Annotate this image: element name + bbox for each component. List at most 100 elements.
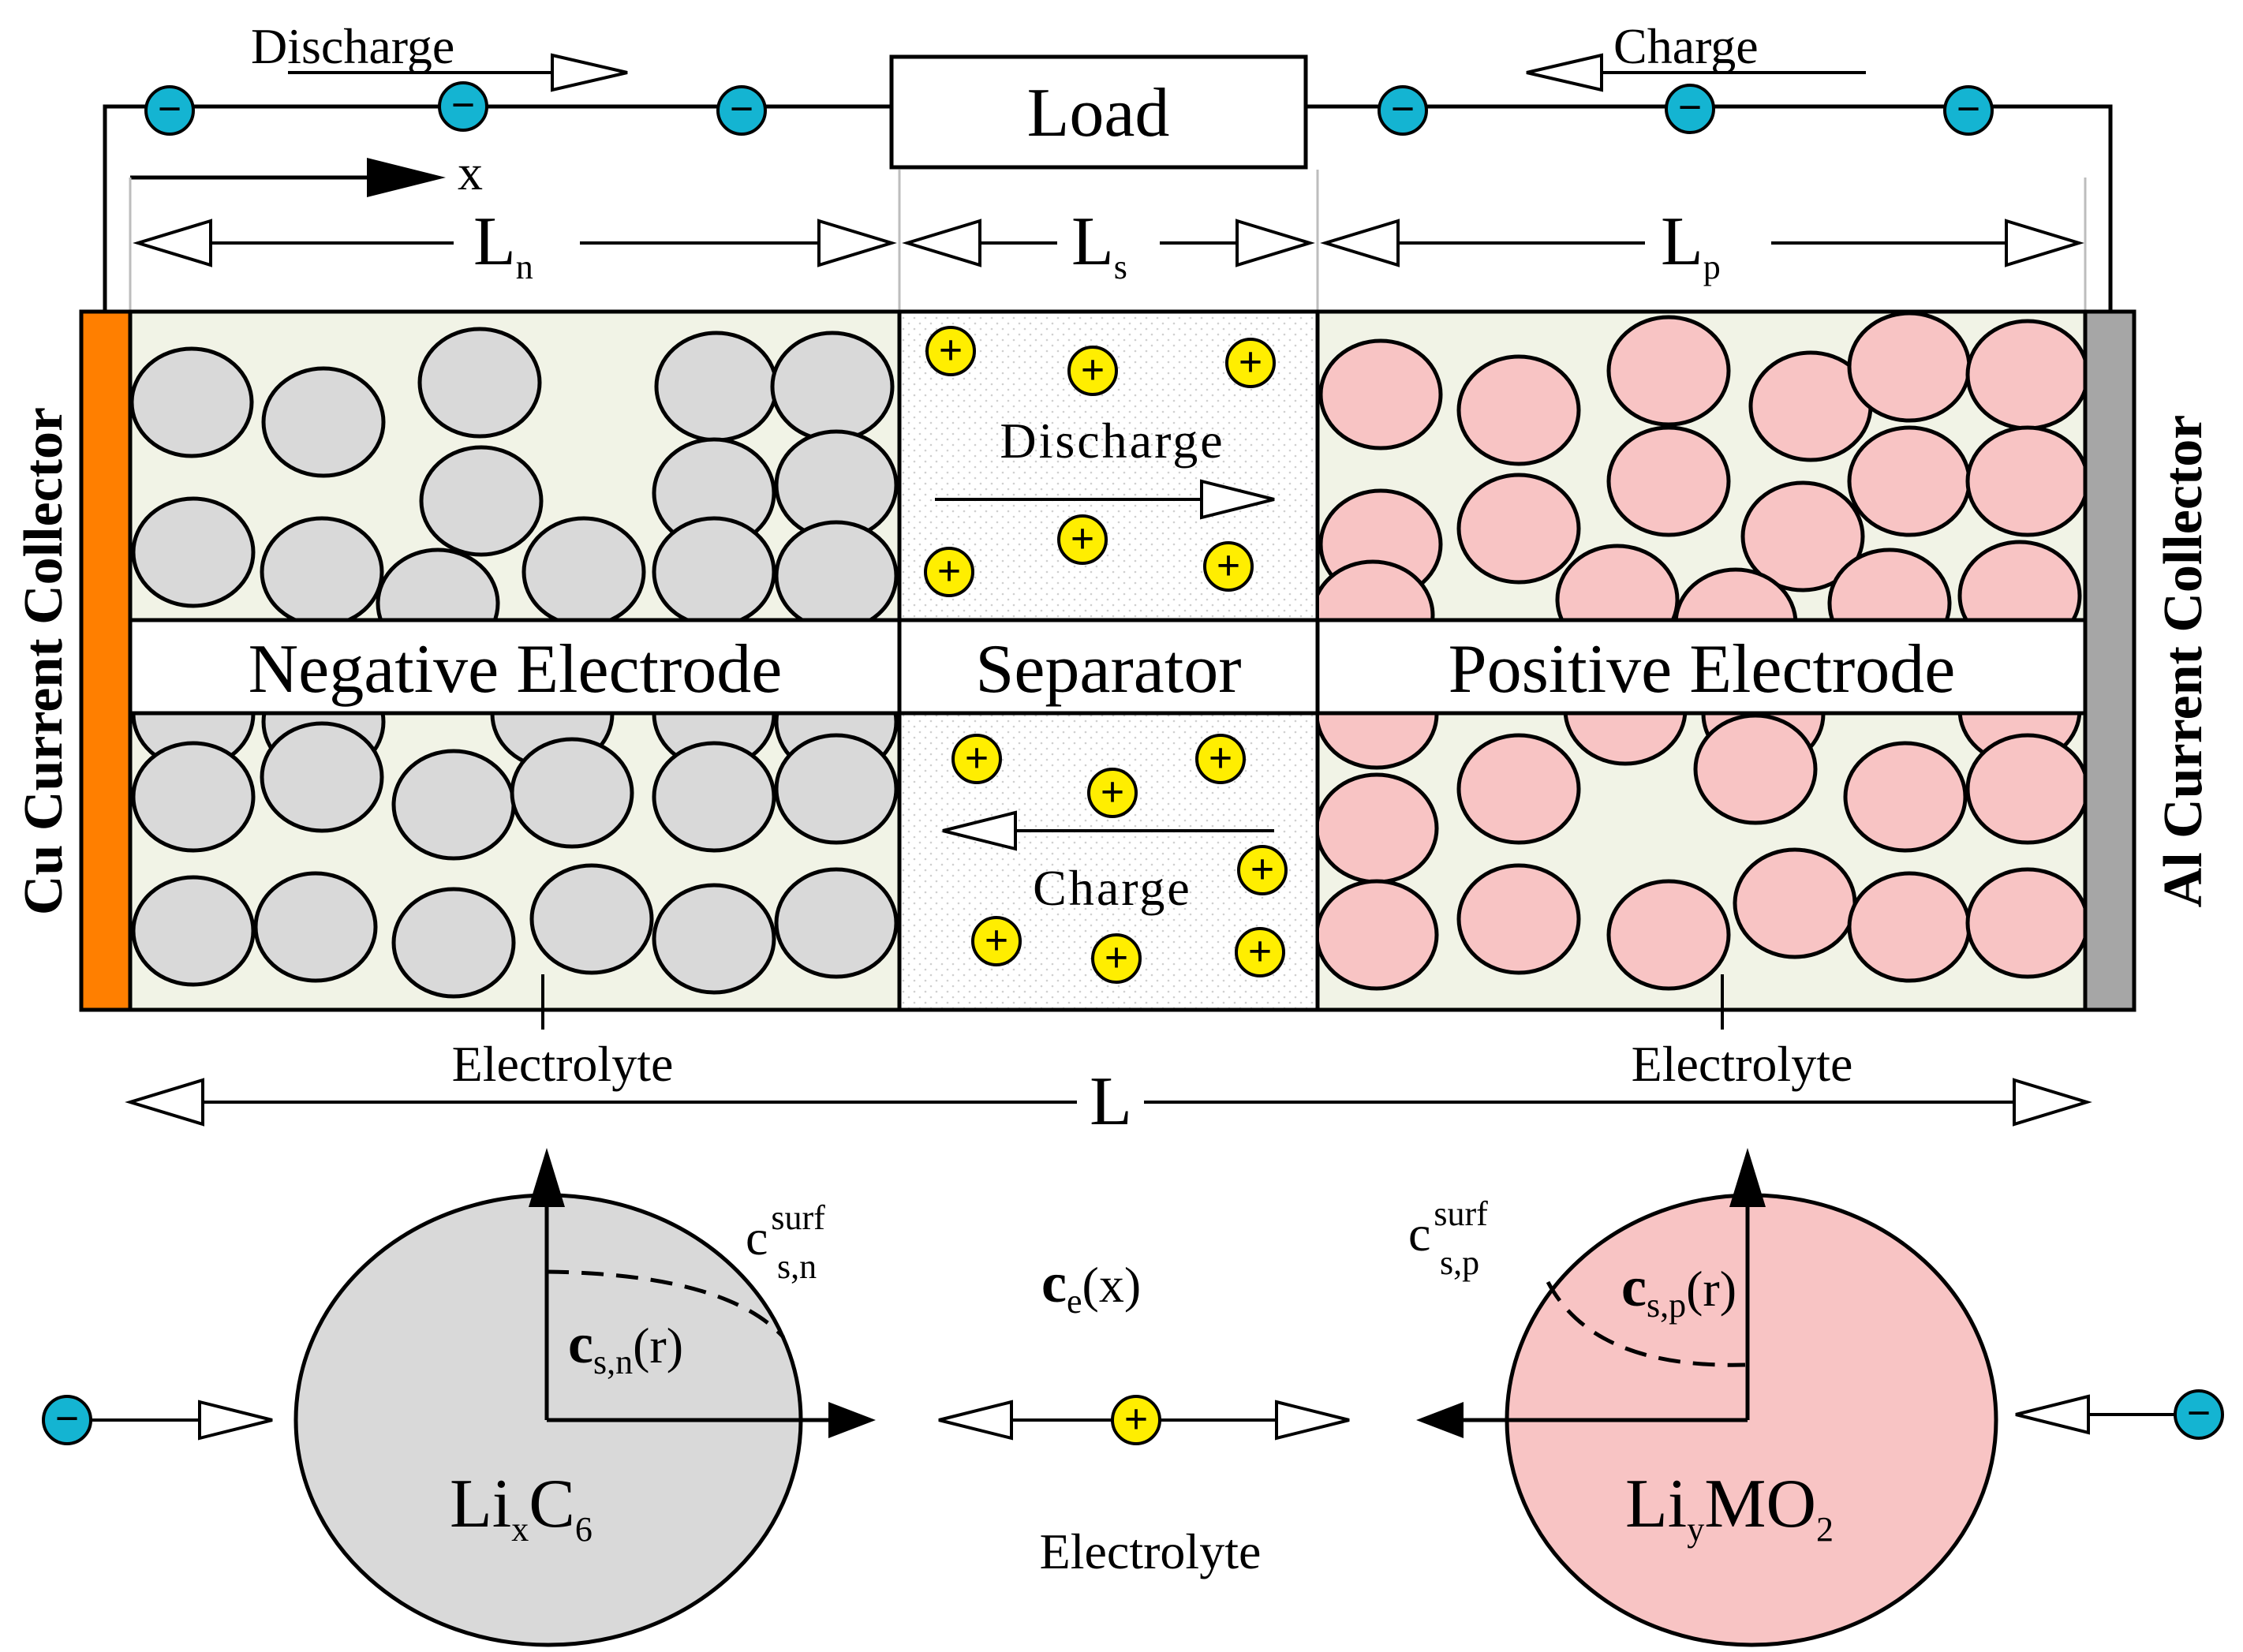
neg-formula-x: x (511, 1510, 529, 1549)
top-charge-label: Charge (1613, 18, 1759, 74)
electrolyte-pointer-right: Electrolyte (1632, 974, 1852, 1092)
electron-symbol: − (42, 1395, 92, 1445)
positive-active-particle (1456, 733, 1581, 845)
surf-n-sub: s,n (777, 1247, 817, 1286)
surf-p-c: c (1408, 1205, 1430, 1261)
pos-formula-li: Li (1625, 1466, 1687, 1542)
positive-active-particle (1965, 319, 2084, 431)
negative-active-particle (260, 721, 384, 833)
pos-formula-y: y (1687, 1510, 1704, 1549)
load-label: Load (1027, 75, 1170, 151)
load-box: Load (889, 54, 1308, 170)
ls-sub: s (1114, 248, 1127, 286)
positive-active-particle (1965, 425, 2084, 537)
negative-active-particle (132, 346, 254, 458)
negative-active-particle (521, 516, 646, 628)
negative-active-particle (774, 867, 898, 979)
ion-symbol: + (924, 547, 974, 597)
electron-symbol: − (2174, 1389, 2224, 1440)
csn-sub: s,n (593, 1343, 633, 1381)
negative-active-particle (132, 741, 256, 853)
svg-text:+: + (1101, 768, 1125, 816)
positive-active-particle (1606, 315, 1731, 427)
top-discharge-label: Discharge (251, 18, 454, 74)
positive-active-particle (1693, 713, 1818, 825)
ion-symbol: + (1087, 768, 1138, 818)
svg-text:+: + (939, 327, 963, 374)
ion-symbol: + (1111, 1395, 1161, 1445)
csn-arg: (r) (633, 1317, 683, 1374)
positive-active-particle (1456, 354, 1581, 466)
right-electron-arrow (2015, 1394, 2181, 1435)
total-length-label: L (1090, 1063, 1132, 1140)
negative-active-particle (391, 749, 516, 861)
ion-symbol: + (1057, 514, 1108, 565)
positive-active-particle (1733, 847, 1857, 959)
negative-active-particle (132, 875, 256, 987)
positive-active-particle (1319, 879, 1439, 991)
negative-active-particle (654, 331, 779, 443)
pos-formula-2: 2 (1816, 1510, 1834, 1549)
positive-active-particle (1965, 733, 2084, 845)
svg-text:Ls: Ls (1071, 204, 1127, 286)
negative-active-particle (529, 863, 654, 975)
top-discharge-arrow: Discharge (251, 18, 628, 92)
svg-text:+: + (1105, 934, 1129, 981)
svg-text:ce(x): ce(x) (1041, 1251, 1141, 1321)
svg-text:−: − (1678, 84, 1703, 131)
separator-discharge-arrow: Discharge (935, 413, 1275, 520)
positive-active-particle (1319, 338, 1443, 450)
dimension-ln: Ln (133, 204, 897, 286)
negative-active-particle (652, 883, 776, 995)
svg-text:cs,n(r): cs,n(r) (568, 1312, 683, 1381)
surf-n-sup: surf (771, 1198, 825, 1237)
ion-symbol: + (1225, 338, 1276, 388)
ce-sub: e (1067, 1282, 1082, 1321)
positive-active-particle (1843, 741, 1968, 853)
svg-text:+: + (1209, 734, 1233, 782)
svg-text:−: − (158, 85, 182, 133)
svg-text:+: + (1217, 542, 1241, 589)
svg-text:Ln: Ln (473, 204, 533, 286)
al-current-collector (2083, 309, 2136, 1012)
svg-text:+: + (985, 917, 1009, 964)
negative-active-particle (774, 520, 898, 632)
ion-symbol: + (1235, 927, 1285, 977)
svg-text:−: − (1391, 85, 1415, 133)
wire-electrons: −−−−−− (144, 81, 1994, 136)
cu-collector-label: Cu Current Collector (13, 407, 74, 915)
dimension-total: L (125, 1063, 2092, 1140)
neg-formula-6: 6 (575, 1510, 593, 1549)
separator-discharge-label: Discharge (1000, 413, 1224, 469)
lp-sub: p (1703, 248, 1721, 286)
dimension-lp: Lp (1320, 204, 2084, 286)
svg-text:+: + (1250, 846, 1275, 893)
positive-active-particle (1606, 879, 1731, 991)
ce-c: c (1041, 1251, 1067, 1314)
svg-text:Lp: Lp (1661, 204, 1721, 286)
negative-active-particle (132, 496, 256, 608)
positive-active-particle (1606, 425, 1731, 537)
ion-symbol: + (1195, 734, 1246, 784)
negative-active-particle (770, 331, 895, 443)
separator-charge-arrow: Charge (942, 810, 1274, 916)
svg-text:+: + (1071, 515, 1095, 563)
csp-c: c (1621, 1255, 1647, 1318)
negative-active-particle (417, 327, 542, 439)
positive-active-particle (1740, 480, 1865, 592)
lp-main: L (1661, 204, 1703, 280)
ion-symbol: + (1091, 933, 1142, 984)
boundary-guides (129, 170, 2087, 312)
negative-active-particle (253, 871, 378, 983)
surf-n-c: c (746, 1209, 768, 1265)
ln-sub: n (516, 248, 533, 286)
electron-symbol: − (716, 85, 767, 136)
ls-main: L (1071, 204, 1114, 280)
ion-symbol: + (925, 326, 976, 376)
ion-symbol: + (1237, 845, 1288, 895)
electron-symbol: − (144, 85, 195, 136)
